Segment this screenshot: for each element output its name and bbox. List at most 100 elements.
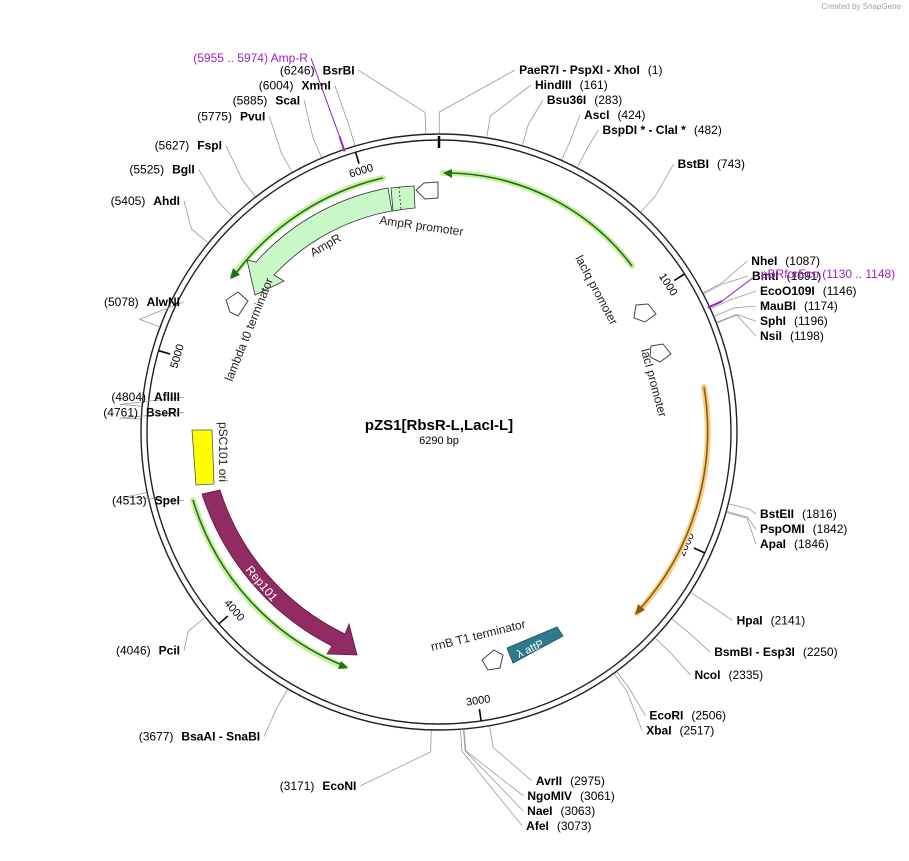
site-leader-line	[268, 116, 293, 172]
site-leader-line	[486, 84, 532, 137]
plasmid-length: 6290 bp	[419, 435, 459, 447]
restriction-site-label[interactable]: MauBI(1174)	[760, 299, 838, 313]
site-leader-line	[703, 275, 749, 295]
site-leader-line	[703, 260, 748, 293]
site-leader-line	[614, 673, 643, 731]
site-leader-line	[711, 290, 757, 309]
orange-arc-glow	[634, 384, 711, 616]
laci-promoter-arrow	[649, 343, 672, 363]
tick-mark	[478, 708, 482, 722]
primer-label[interactable]: (5955 .. 5974) Amp-R	[193, 51, 308, 65]
tick-label: 3000	[465, 693, 491, 708]
restriction-site-label[interactable]: (6004)XmnI	[259, 78, 331, 92]
restriction-site-label[interactable]: (5405)AhdI	[111, 194, 180, 208]
site-leader-line	[463, 729, 524, 797]
site-leader-line	[716, 314, 757, 323]
restriction-site-label[interactable]: AvrII(2975)	[536, 774, 605, 788]
lambda-attp-feature[interactable]	[506, 626, 564, 664]
site-leader-line	[714, 305, 757, 317]
tick-mark	[693, 547, 706, 554]
restriction-site-label[interactable]: NcoI(2335)	[694, 668, 763, 682]
site-leader-line	[616, 671, 646, 716]
tick-label: 5000	[168, 343, 186, 370]
restriction-site-label[interactable]: NheI(1087)	[751, 254, 820, 268]
tick-mark	[354, 151, 360, 164]
restriction-site-label[interactable]: AfeI(3073)	[526, 819, 591, 833]
site-leader-line	[198, 169, 233, 217]
restriction-site-label[interactable]: (4513)SpeI	[112, 494, 180, 508]
site-leader-line	[489, 726, 533, 782]
restriction-site-label[interactable]: NaeI(3063)	[527, 804, 595, 818]
restriction-site-label[interactable]: (4804)AflIII	[111, 390, 180, 404]
restriction-site-label[interactable]: ApaI(1846)	[760, 537, 829, 551]
green-arc-top	[445, 172, 633, 267]
site-leader-line	[360, 730, 432, 787]
restriction-site-label[interactable]: BstBI(743)	[678, 157, 745, 171]
restriction-site-label[interactable]: (5078)AlwNI	[104, 295, 180, 309]
restriction-site-label[interactable]: NsiI(1198)	[760, 329, 824, 343]
restriction-site-label[interactable]: PaeR7I - PspXI - XhoI(1)	[519, 63, 662, 77]
site-leader-line	[463, 729, 524, 812]
site-leader-line	[138, 301, 185, 328]
green-arc-rep	[192, 499, 343, 666]
restriction-site-label[interactable]: BmtI(1091)	[752, 269, 821, 283]
site-leader-line	[640, 163, 674, 212]
restriction-site-label[interactable]: (3171)EcoNI	[280, 779, 357, 793]
restriction-site-label[interactable]: XbaI(2517)	[646, 724, 714, 738]
lambda-t0-arrow	[225, 291, 249, 317]
site-leader-line	[334, 85, 356, 146]
primer-leader	[310, 58, 340, 137]
restriction-site-label[interactable]: (6246)BsrBI	[280, 63, 355, 77]
laciq-promoter-label: lacIq promoter	[572, 253, 620, 327]
tick-label: 4000	[221, 597, 246, 623]
restriction-site-label[interactable]: (5775)PvuI	[197, 109, 265, 123]
tick-label: 6000	[348, 162, 375, 180]
restriction-site-label[interactable]: BsmBI - Esp3I(2250)	[714, 645, 837, 659]
backbone-outer	[140, 133, 738, 731]
site-leader-line	[690, 592, 733, 621]
restriction-site-label[interactable]: AscI(424)	[584, 108, 645, 122]
restriction-site-label[interactable]: BstEII(1816)	[760, 507, 837, 521]
site-leader-line	[729, 503, 757, 515]
ampr-feature-tail	[390, 185, 416, 212]
ampr-promoter-arrow	[415, 181, 439, 200]
restriction-site-label[interactable]: BspDI * - ClaI *(482)	[602, 123, 721, 137]
site-leader-line	[358, 70, 427, 134]
site-leader-line	[655, 638, 691, 676]
green-arc-rep-head	[338, 661, 348, 669]
site-leader-line	[125, 492, 185, 502]
restriction-site-label[interactable]: Bsu36I(283)	[547, 93, 622, 107]
primer-mark	[338, 135, 346, 152]
restriction-site-label[interactable]: (3677)BsaAI - SnaBI	[139, 730, 260, 744]
restriction-site-label[interactable]: HindIII(161)	[535, 78, 608, 92]
restriction-site-label[interactable]: NgoMIV(3061)	[527, 789, 614, 803]
primer-label[interactable]: pBRforEco (1130 .. 1148)	[761, 267, 895, 281]
green-arc-top-head	[443, 169, 452, 178]
green-arc-ampr-head	[230, 268, 240, 279]
restriction-site-label[interactable]: SphI(1196)	[760, 314, 828, 328]
site-leader-line	[438, 69, 516, 134]
psc101-ori-feature[interactable]	[191, 429, 215, 486]
restriction-site-label[interactable]: (5525)BglI	[129, 163, 194, 177]
restriction-site-label[interactable]: PspOMI(1842)	[760, 522, 847, 536]
restriction-site-label[interactable]: (4761)BseRI	[103, 405, 180, 419]
plasmid-name: pZS1[RbsR-L,LacI-L]	[365, 417, 513, 434]
site-leader-line	[671, 618, 711, 653]
restriction-site-label[interactable]: (5885)ScaI	[233, 93, 300, 107]
site-leader-lines	[119, 69, 757, 827]
ampr-promoter-label: AmpR promoter	[379, 213, 465, 239]
site-leader-line	[460, 730, 523, 827]
restriction-site-label[interactable]: HpaI(2141)	[737, 614, 806, 628]
site-leader-line	[561, 114, 581, 160]
restriction-site-label[interactable]: (5627)FspI	[155, 139, 222, 153]
ampr-feature[interactable]	[246, 187, 393, 296]
site-leader-line	[183, 617, 206, 651]
snapgene-credit: Created by SnapGene	[821, 2, 901, 11]
restriction-site-label[interactable]: EcoRI(2506)	[649, 709, 726, 723]
restriction-site-label[interactable]: EcoO109I(1146)	[760, 284, 857, 298]
site-leader-line	[120, 396, 185, 407]
restriction-site-label[interactable]: (4046)PciI	[116, 644, 180, 658]
primer-leader	[721, 273, 759, 302]
rep101-feature[interactable]	[201, 489, 358, 656]
